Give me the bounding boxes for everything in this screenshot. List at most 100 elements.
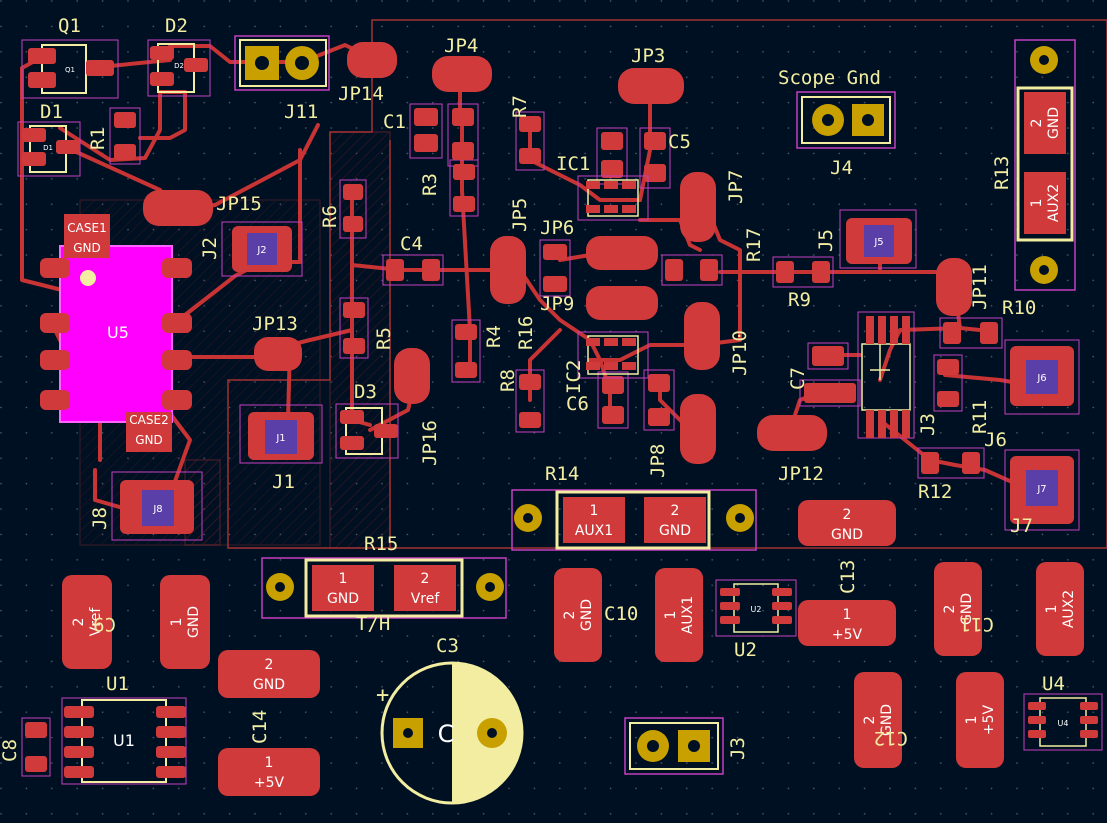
ref-jp3: JP3 xyxy=(631,45,665,67)
ref-jp14: JP14 xyxy=(338,83,384,105)
ref-jp12: JP12 xyxy=(778,463,824,485)
ref-r8: R8 xyxy=(497,369,519,392)
ref-c7: C7 xyxy=(787,367,809,390)
r14-resistor[interactable]: 1 AUX1 2 GND xyxy=(511,489,757,551)
c9-pad1-net: GND xyxy=(186,606,202,638)
ref-r1: R1 xyxy=(87,127,109,150)
c13-capacitor[interactable]: 2 GND 1 +5V xyxy=(798,500,896,646)
c9-pad2-num: 2 xyxy=(71,618,87,627)
c13-pad2-num: 2 xyxy=(843,507,852,523)
j5-fab-label: J5 xyxy=(873,237,883,248)
j3-header[interactable] xyxy=(624,717,724,775)
ref-jp15: JP15 xyxy=(216,193,262,215)
rf-connectors[interactable]: J2 J1 J5 J6 J7 J8 xyxy=(111,209,1080,541)
j2-fab-label: J2 xyxy=(256,245,266,256)
c3-fab-label: C xyxy=(438,720,455,748)
ref-j11: J11 xyxy=(284,101,318,123)
u4-msop[interactable]: U4 xyxy=(1023,693,1103,751)
c3-capacitor[interactable]: C xyxy=(380,661,524,805)
ref-j3-smd: J3 xyxy=(917,413,939,436)
ref-r13: R13 xyxy=(991,156,1013,190)
ref-r17: R17 xyxy=(743,228,765,262)
u4-fab-label: U4 xyxy=(1058,719,1069,728)
r13-resistor[interactable]: 2 GND 1 AUX2 xyxy=(1014,39,1076,291)
c10-pad1-net: AUX1 xyxy=(680,596,696,634)
c11-capacitor[interactable]: 2 GND 1 AUX2 xyxy=(934,562,1084,656)
c9-capacitor[interactable]: 2 Vref 1 GND xyxy=(62,575,210,669)
ref-c3-plus: + xyxy=(376,683,389,708)
u2-msop[interactable]: U2 xyxy=(715,579,797,637)
c13-pad1-num: 1 xyxy=(843,607,852,623)
ref-r3: R3 xyxy=(419,173,441,196)
ref-r14: R14 xyxy=(545,463,579,485)
ref-jp11: JP11 xyxy=(969,264,991,310)
ref-r6: R6 xyxy=(319,205,341,228)
ref-r16: R16 xyxy=(515,316,537,350)
r15-pad1-num: 1 xyxy=(339,571,348,587)
u2-fab-label: U2 xyxy=(751,605,762,614)
ref-r12: R12 xyxy=(918,481,952,503)
c12-pad1-net: +5V xyxy=(981,704,997,735)
j11-header[interactable] xyxy=(234,35,330,91)
c14-capacitor[interactable]: 2 GND 1 +5V xyxy=(218,650,320,796)
ref-c8: C8 xyxy=(0,739,21,762)
c10-capacitor[interactable]: 2 GND 1 AUX1 xyxy=(554,568,703,662)
ref-jp6: JP6 xyxy=(540,217,574,239)
ref-c14: C14 xyxy=(249,710,271,744)
ref-j7: J7 xyxy=(1010,515,1033,537)
r14-pad1-net: AUX1 xyxy=(575,523,613,539)
c14-pad1-num: 1 xyxy=(265,755,274,771)
c14-pad2-net: GND xyxy=(253,677,285,693)
u5-package[interactable]: CASE1 GND CASE2 GND U5 xyxy=(40,214,192,452)
ref-j2: J2 xyxy=(199,237,221,260)
c12-pad2-num: 2 xyxy=(862,716,878,725)
ref-u1: U1 xyxy=(106,673,129,695)
solder-jumpers[interactable] xyxy=(143,42,972,464)
c11-pad1-net: AUX2 xyxy=(1061,590,1077,628)
ref-d1: D1 xyxy=(40,101,63,123)
small-smd-parts[interactable] xyxy=(21,103,1003,777)
c13-pad2-net: GND xyxy=(831,527,863,543)
ref-r5: R5 xyxy=(373,327,395,350)
d1-fab-label: D1 xyxy=(43,144,53,152)
u1-fab-label: U1 xyxy=(113,731,135,750)
ref-q1: Q1 xyxy=(58,15,81,37)
c13-pad1-net: +5V xyxy=(832,627,863,643)
ref-c3: C3 xyxy=(436,635,459,657)
ref-u4: U4 xyxy=(1042,673,1065,695)
c11-pad2-net: GND xyxy=(959,593,975,625)
ref-jp13: JP13 xyxy=(252,313,298,335)
ic1-ic2[interactable] xyxy=(577,175,649,379)
u1-soic[interactable]: U1 xyxy=(61,697,187,785)
case1-label: CASE1 xyxy=(67,221,106,235)
j3-smd-connector[interactable] xyxy=(857,311,915,439)
c10-pad2-net: GND xyxy=(579,599,595,631)
ref-ic1: IC1 xyxy=(556,153,590,175)
silkscreen-lines xyxy=(870,340,890,380)
ref-jp8: JP8 xyxy=(647,444,669,478)
u5-fab-label: U5 xyxy=(107,323,129,342)
r13-pad2-net: GND xyxy=(1046,107,1062,139)
r15-pad2-net: Vref xyxy=(411,591,441,607)
ref-scope-gnd: Scope Gnd xyxy=(778,67,881,89)
ref-j1: J1 xyxy=(272,471,295,493)
sot-parts[interactable]: Q1 D2 D1 xyxy=(17,39,399,459)
ref-c13: C13 xyxy=(837,560,859,594)
j4-header[interactable] xyxy=(796,91,896,149)
ref-c4: C4 xyxy=(400,233,423,255)
r13-pad1-num: 1 xyxy=(1029,199,1045,208)
c10-pad2-num: 2 xyxy=(562,611,578,620)
j6-fab-label: J6 xyxy=(1036,373,1046,384)
c12-capacitor[interactable]: 2 GND 1 +5V xyxy=(854,672,1004,768)
ref-jp10: JP10 xyxy=(729,330,751,376)
ref-r11: R11 xyxy=(969,400,991,434)
c14-pad1-net: +5V xyxy=(254,775,285,791)
ref-r7: R7 xyxy=(509,95,531,118)
c14-pad2-num: 2 xyxy=(265,657,274,673)
c9-pad2-net: Vref xyxy=(88,607,104,637)
ref-c6: C6 xyxy=(566,393,589,415)
ref-jp4: JP4 xyxy=(444,35,478,57)
r15-resistor[interactable]: 1 GND 2 Vref xyxy=(261,557,507,619)
ref-j5: J5 xyxy=(815,229,837,252)
